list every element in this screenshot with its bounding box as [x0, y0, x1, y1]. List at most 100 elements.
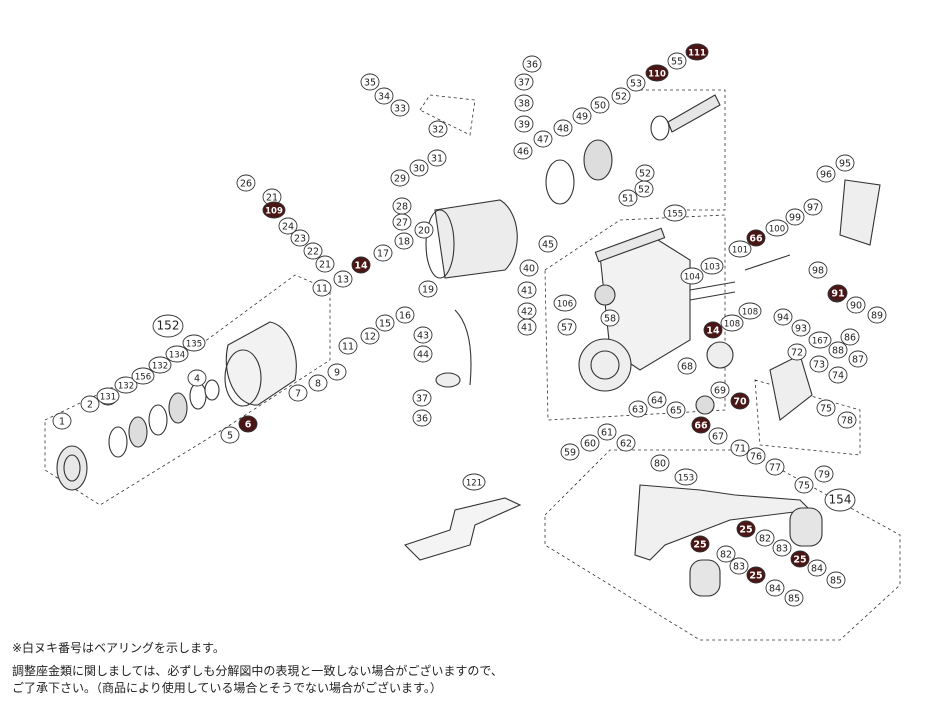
part-callout: 76 [746, 447, 766, 465]
callout-bubble [390, 169, 410, 187]
callout-bubble [663, 204, 687, 222]
callout-bubble [677, 357, 697, 375]
callout-bubble [338, 337, 358, 355]
part-number-label: 38 [518, 99, 530, 110]
part-number-label: 11 [316, 284, 328, 295]
part-callout: 31 [427, 149, 447, 167]
callout-bubble [238, 415, 258, 433]
part-number-label: 101 [732, 246, 748, 256]
callout-bubble [374, 87, 394, 105]
part-number-label: 51 [622, 194, 634, 205]
part-callout: 33 [390, 99, 410, 117]
part-callout: 82 [716, 545, 736, 563]
part-number-label: 64 [651, 396, 663, 407]
part-callout: 40 [519, 259, 539, 277]
part-callout: 32 [428, 120, 448, 138]
callout-bubble [667, 52, 687, 70]
part-number-label: 89 [871, 311, 883, 322]
callout-bubble [220, 426, 240, 444]
callout-bubble [560, 443, 580, 461]
callout-bubble [746, 229, 766, 247]
drag-washer-part [128, 416, 148, 448]
callout-bubble [828, 341, 848, 359]
part-number-label: 66 [694, 421, 708, 432]
part-callout: 67 [708, 427, 728, 445]
part-callout: 55 [667, 52, 687, 70]
part-number-label: 85 [788, 594, 800, 605]
part-callout: 5 [220, 426, 240, 444]
callout-bubble [730, 392, 750, 410]
part-number-label: 41 [521, 286, 533, 297]
callout-bubble [611, 87, 631, 105]
callout-bubble [187, 369, 207, 387]
part-callout: 131 [96, 387, 120, 405]
part-number-label: 57 [561, 323, 573, 334]
part-callout: 53 [626, 74, 646, 92]
part-number-label: 44 [417, 350, 429, 361]
part-callout: 4 [187, 369, 207, 387]
callout-bubble [824, 488, 856, 512]
part-number-label: 31 [431, 154, 443, 165]
callout-bubble [182, 334, 206, 352]
part-callout: 52 [634, 180, 654, 198]
part-callout: 36 [412, 409, 432, 427]
part-callout: 65 [666, 401, 686, 419]
part-callout: 27 [392, 213, 412, 231]
part-number-label: 75 [798, 481, 810, 492]
part-callout: 52 [635, 164, 655, 182]
part-callout: 82 [755, 529, 775, 547]
callout-bubble [708, 427, 728, 445]
handle-knob-part [689, 559, 721, 597]
part-callout: 34 [374, 87, 394, 105]
part-number-label: 48 [557, 124, 569, 135]
diagram-notes: ※白ヌキ番号はベアリングを示します。 調整座金類に関しましては、必ずしも分解図中… [12, 640, 932, 697]
part-callout: 15 [375, 314, 395, 332]
part-callout: 66 [691, 416, 711, 434]
part-callout: 43 [413, 326, 433, 344]
part-number-label: 9 [334, 368, 340, 379]
part-callout: 42 [517, 302, 537, 320]
callout-bubble [413, 345, 433, 363]
part-number-label: 77 [769, 463, 781, 474]
callout-bubble [553, 294, 577, 312]
part-callout: 17 [373, 244, 393, 262]
part-callout: 46 [513, 142, 533, 160]
callout-bubble [148, 356, 172, 374]
part-callout: 94 [773, 308, 793, 326]
callout-bubble [114, 376, 138, 394]
part-callout: 99 [785, 208, 805, 226]
callout-bubble [514, 73, 534, 91]
part-number-label: 29 [394, 174, 406, 185]
callout-bubble [392, 197, 412, 215]
callout-bubble [703, 321, 723, 339]
drive-gear-part [578, 338, 632, 392]
part-callout: 37 [412, 389, 432, 407]
part-callout: 135 [182, 334, 206, 352]
part-callout: 83 [729, 557, 749, 575]
part-number-label: 8 [315, 379, 321, 390]
part-number-label: 95 [839, 159, 851, 170]
part-number-label: 99 [789, 213, 801, 224]
part-callout: 11 [338, 337, 358, 355]
part-callout: 1 [52, 412, 72, 430]
callout-bubble [647, 391, 667, 409]
part-number-label: 17 [377, 249, 389, 260]
part-callout: 84 [807, 559, 827, 577]
callout-bubble [809, 355, 829, 373]
callout-bubble [427, 149, 447, 167]
line-roller-part [435, 372, 461, 388]
part-callout: 89 [867, 306, 887, 324]
part-number-label: 91 [831, 289, 844, 300]
part-callout: 37 [514, 73, 534, 91]
callout-bubble [412, 389, 432, 407]
part-number-label: 32 [432, 125, 444, 136]
part-callout: 22 [303, 242, 323, 260]
part-callout: 88 [828, 341, 848, 359]
part-callout: 77 [765, 458, 785, 476]
part-number-label: 43 [417, 331, 429, 342]
callout-bubble [729, 557, 749, 575]
part-number-label: 1 [59, 417, 65, 428]
callout-bubble [828, 284, 848, 302]
part-number-label: 41 [521, 323, 533, 334]
part-callout: 41 [517, 318, 537, 336]
